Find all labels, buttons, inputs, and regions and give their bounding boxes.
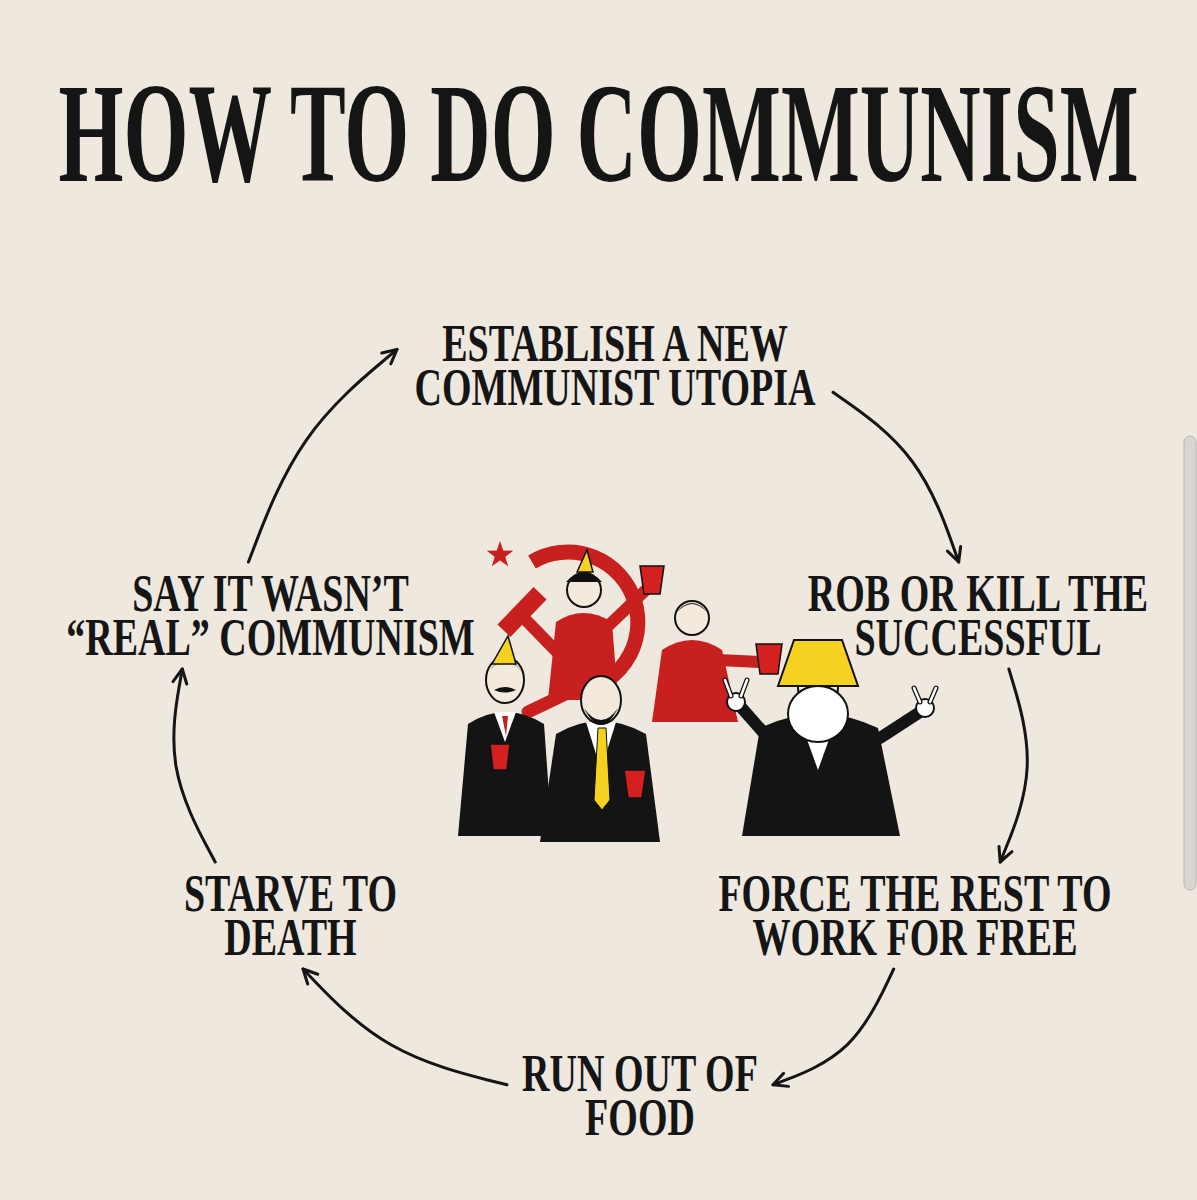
yellow-tie xyxy=(594,728,610,810)
figure-shirt xyxy=(494,712,516,742)
red-star xyxy=(487,541,514,566)
party-hat xyxy=(492,636,516,664)
figure-beard xyxy=(568,592,600,606)
figure-beard xyxy=(788,686,848,742)
cycle-arrow xyxy=(1000,669,1027,862)
cycle-arrow xyxy=(174,669,215,862)
red-figure-small xyxy=(652,601,782,722)
step-text: SAY IT WASN’T “REAL” COMMUNISM xyxy=(58,570,483,660)
cycle-arrow xyxy=(833,392,959,562)
figure-left xyxy=(458,636,552,836)
cycle-arrow xyxy=(248,349,397,562)
fingers xyxy=(725,680,747,696)
title-block: HOW TO DO COMMUNISM xyxy=(0,62,1197,146)
lampshade-hat xyxy=(778,640,858,686)
finger-outline xyxy=(725,680,747,696)
red-cup xyxy=(624,770,646,798)
figure-tie xyxy=(502,716,508,736)
figure-beard xyxy=(584,708,618,725)
hammer-head xyxy=(497,587,546,637)
red-cup xyxy=(640,566,664,594)
figure-center xyxy=(540,676,660,842)
figure-arm xyxy=(718,660,760,662)
figure-arm xyxy=(880,712,920,738)
figure-cap xyxy=(566,572,602,582)
figure-right xyxy=(725,640,936,836)
step-text: FORCE THE REST TO WORK FOR FREE xyxy=(710,870,1120,960)
figure-body xyxy=(540,721,660,842)
cycle-step: ROB OR KILL THE SUCCESSFUL xyxy=(785,562,1171,669)
scroll-bar xyxy=(1184,436,1196,890)
cycle-arrow xyxy=(303,969,507,1085)
figure-head xyxy=(675,601,709,635)
party-hat xyxy=(577,550,593,572)
step-text: ROB OR KILL THE SUCCESSFUL xyxy=(793,570,1163,660)
figure-head xyxy=(567,573,601,607)
step-text: ESTABLISH A NEW COMMUNIST UTOPIA xyxy=(405,320,825,410)
step-text: STARVE TO DEATH xyxy=(173,870,408,960)
fingers xyxy=(914,688,936,702)
cycle-step: ESTABLISH A NEW COMMUNIST UTOPIA xyxy=(397,312,833,419)
cycle-arrow xyxy=(773,969,894,1085)
step-text: RUN OUT OF FOOD xyxy=(515,1050,765,1140)
figure-body xyxy=(458,712,552,836)
figure-hair xyxy=(675,603,709,614)
title: HOW TO DO COMMUNISM xyxy=(58,62,1138,205)
cycle-step: SAY IT WASN’T “REAL” COMMUNISM xyxy=(50,562,491,669)
finger-outline xyxy=(914,688,936,702)
red-cup xyxy=(490,744,510,770)
cycle-step: RUN OUT OF FOOD xyxy=(507,1042,773,1149)
figure-head xyxy=(581,676,621,724)
cycle-step: STARVE TO DEATH xyxy=(165,862,416,969)
figure-mustache xyxy=(494,687,516,693)
cycle-step: FORCE THE REST TO WORK FOR FREE xyxy=(702,862,1128,969)
red-cup xyxy=(756,644,782,674)
connectors xyxy=(174,349,1027,1084)
